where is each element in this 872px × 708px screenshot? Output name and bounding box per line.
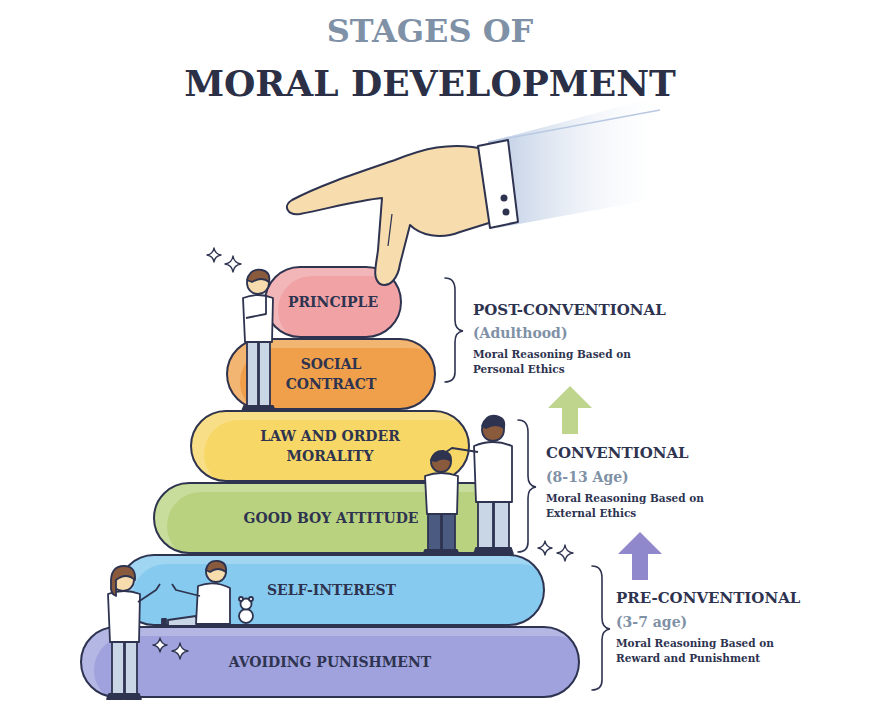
level-description: Moral Reasoning Based on Reward and Puni…: [616, 636, 794, 665]
stage-name: GOOD BOY ATTITUDE: [244, 508, 419, 528]
age-range: (Adulthood): [473, 324, 568, 344]
stage-name: SOCIAL CONTRACT: [275, 354, 387, 395]
level-description: Moral Reasoning Based on External Ethics: [546, 491, 724, 520]
stage-name: SELF-INTEREST: [267, 580, 396, 600]
stage-pill: GOOD BOY ATTITUDE: [153, 482, 509, 554]
bracket: [445, 278, 463, 382]
stage-pill: SELF-INTEREST: [118, 554, 545, 626]
stage-pill: SOCIAL CONTRACT: [226, 338, 436, 410]
stage-name: LAW AND ORDER MORALITY: [255, 426, 405, 467]
hand: [287, 96, 672, 285]
bracket: [518, 420, 536, 552]
sparkles: [153, 248, 573, 659]
level-name: CONVENTIONAL: [546, 443, 689, 464]
heading: MORAL DEVELOPMENT: [184, 58, 676, 108]
playing-children: [107, 561, 253, 699]
age-range: (8-13 Age): [546, 468, 629, 488]
stage-pill: LAW AND ORDER MORALITY: [190, 410, 470, 482]
title: STAGES OF: [327, 12, 534, 50]
stage-name: AVOIDING PUNISHMENT: [229, 652, 431, 672]
stage-name: PRINCIPLE: [288, 292, 378, 312]
age-range: (3-7 age): [616, 613, 687, 633]
stage-pill: AVOIDING PUNISHMENT: [80, 626, 580, 698]
level-name: POST-CONVENTIONAL: [473, 300, 666, 321]
thinking-person: [242, 270, 275, 411]
adult-and-child: [423, 416, 513, 555]
level-description: Moral Reasoning Based on Personal Ethics: [473, 347, 651, 376]
stage-pill: PRINCIPLE: [264, 266, 402, 338]
level-name: PRE-CONVENTIONAL: [616, 588, 800, 609]
up-arrow: [548, 386, 592, 434]
up-arrow: [618, 532, 662, 580]
bracket: [592, 566, 610, 690]
